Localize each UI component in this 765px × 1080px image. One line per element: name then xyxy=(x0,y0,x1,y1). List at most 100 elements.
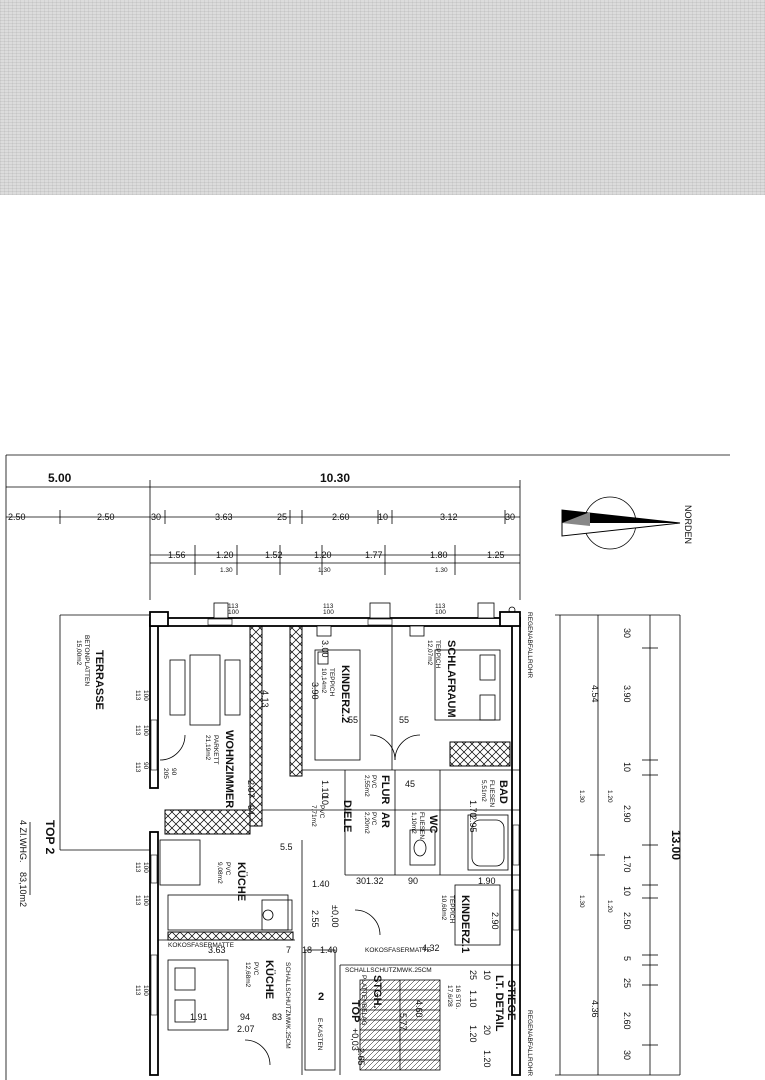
room-area-wohnzimmer: 21,19m2 xyxy=(204,735,211,761)
dim-right-inner-7: 5 xyxy=(622,956,632,961)
dim-row3-6: 1.25 xyxy=(487,550,505,560)
window-mark-8: 100 xyxy=(142,985,149,996)
plan-dim-9: 1.40 xyxy=(312,879,330,889)
dim-row3-4: 1.77 xyxy=(365,550,383,560)
plan-dim-21: 5.77 xyxy=(398,1013,408,1031)
plan-dim-0: 4.13 xyxy=(260,690,270,708)
plan-dim-2: 55 xyxy=(348,715,358,725)
room-name-kinderz2: KINDERZ.2 xyxy=(339,665,351,723)
label-kokos-2: KOKOSFASERMATTE xyxy=(365,947,432,954)
dim-right-inner-4: 1.70 xyxy=(622,855,632,873)
room-name-ar: AR xyxy=(379,812,391,828)
dim-row2-1: 2.50 xyxy=(97,512,115,522)
dim-row3-3: 1.20 xyxy=(314,550,332,560)
label-num-2: 2 xyxy=(318,991,324,1003)
room-area-wc: 1,10m2 xyxy=(410,812,417,834)
dim-right-inner-1: 3.90 xyxy=(622,685,632,703)
dim-right-inner-10: 30 xyxy=(622,1050,632,1060)
room-floor-kinderz1: TEPPICH xyxy=(448,895,455,923)
plan-dim-11: 1.32 xyxy=(366,876,384,886)
plan-dim-30: 1.10 xyxy=(468,990,478,1008)
plan-dim-5: 94 xyxy=(246,805,256,815)
unit-area: 83,10m2 xyxy=(18,872,28,907)
plan-dim-7: 45 xyxy=(405,779,415,789)
window-mark-5: 113 xyxy=(134,862,141,873)
label-stgh: STGH. xyxy=(371,975,383,1009)
label-stg: 16 STG. xyxy=(454,985,461,1009)
room-area-kueche-1: 9,08m2 xyxy=(216,862,223,884)
window-marks: 100 113 100 113 100 113 100 113 100 113 … xyxy=(134,603,446,996)
window-mark-3: 113 xyxy=(134,725,141,736)
room-area-kueche-2: 12,68m2 xyxy=(244,962,251,988)
window-mark-2: 100 xyxy=(142,725,149,736)
room-floor-ar: PVC xyxy=(370,812,377,826)
room-name-diele: DIELE xyxy=(341,800,353,832)
misc-labels: SCHALLSCHUTZMWK.25CM SCHALLSCHUTZMWK.25C… xyxy=(168,905,517,1051)
room-floor-flur: PVC xyxy=(370,775,377,789)
unit-type: 4 ZI.WHG. xyxy=(18,820,28,863)
dim-right-inner-6: 2.50 xyxy=(622,912,632,930)
window-mark-14: 100 xyxy=(228,609,239,616)
window-mark-13: 205 xyxy=(162,768,169,779)
room-name-flur: FLUR xyxy=(379,775,391,804)
plan-dim-29: 25 xyxy=(468,970,478,980)
plan-dim-23: 94 xyxy=(240,1012,250,1022)
room-area-kinderz1: 10,60m2 xyxy=(440,895,447,921)
room-labels: WOHNZIMMER PARKETT 21,19m2 KINDERZ.2 TEP… xyxy=(204,640,509,999)
dim-row2-5: 2.60 xyxy=(332,512,350,522)
dim-right-inner-9: 2.60 xyxy=(622,1012,632,1030)
room-floor-schlafraum: TEPPICH xyxy=(434,640,441,668)
room-area-kinderz2: 10,14m2 xyxy=(320,668,327,694)
plan-dim-28: 20 xyxy=(482,1025,492,1035)
dim-top-1: 5.00 xyxy=(48,471,72,485)
plan-dim-18: 1.40 xyxy=(320,945,338,955)
dim-right-sub-2: 1.30 xyxy=(578,790,585,803)
room-name-kueche-1: KÜCHE xyxy=(235,862,248,901)
plan-dim-12: 90 xyxy=(408,876,418,886)
dim-row2-7: 3.12 xyxy=(440,512,458,522)
plan-dim-35: 5.5 xyxy=(280,842,293,852)
unit-name: TOP 2 xyxy=(43,820,57,855)
dim-row3-sub-1: 1.30 xyxy=(318,567,331,574)
plan-dim-27: 1.20 xyxy=(468,1025,478,1043)
room-floor-bad: FLIESEN xyxy=(488,780,495,807)
dim-row2-4: 25 xyxy=(277,512,287,522)
window-mark-6: 100 xyxy=(142,895,149,906)
plan-dim-19: 18 xyxy=(302,945,312,955)
label-plattenbelag: PLATTENBELAG xyxy=(360,975,367,1025)
dim-row3-2: 1.52 xyxy=(265,550,283,560)
dim-right-inner-3: 2.90 xyxy=(622,805,632,823)
label-top: TOP xyxy=(349,1000,361,1022)
dim-row2-6: 10 xyxy=(378,512,388,522)
plan-dim-17: 2.55 xyxy=(310,910,320,928)
label-kokos-1: KOKOSFASERMATTE xyxy=(168,942,235,949)
plan-dim-6: 1.10 xyxy=(320,780,330,798)
downpipe-top-label: REGENABFALLROHR xyxy=(526,612,533,678)
label-stiege-detail: LT. DETAIL xyxy=(493,975,505,1032)
room-name-kueche-2: KÜCHE xyxy=(263,960,276,999)
plan-dim-25: 2.07 xyxy=(237,1024,255,1034)
plan-dim-3: 55 xyxy=(399,715,409,725)
plan-dim-10: 30 xyxy=(356,876,366,886)
room-name-wohnzimmer: WOHNZIMMER xyxy=(223,730,235,808)
dim-row3-sub-2: 1.30 xyxy=(435,567,448,574)
dim-row2-8: 30 xyxy=(505,512,515,522)
label-ekasten: E-KASTEN xyxy=(316,1018,323,1051)
dim-row3-0: 1.56 xyxy=(168,550,186,560)
room-area-bad: 5,51m2 xyxy=(480,780,487,802)
plan-dim-32: 1.20 xyxy=(482,1050,492,1068)
label-level-2: +0,03 xyxy=(350,1028,360,1051)
terrace: TERRASSE BETONPLATTEN 15,00m2 xyxy=(59,614,150,851)
dim-right-total: 13.00 xyxy=(669,830,683,860)
terrace-name: TERRASSE xyxy=(93,650,105,710)
label-level-1: ±0,00 xyxy=(330,905,340,927)
dim-row2-3: 3.63 xyxy=(215,512,233,522)
scan-noise-band xyxy=(0,0,765,195)
north-arrow: NORDEN xyxy=(561,496,693,550)
plan-dim-16: 3.63 xyxy=(208,945,226,955)
window-mark-7: 113 xyxy=(134,895,141,906)
dim-right-inner-8: 25 xyxy=(622,978,632,988)
dim-row2-2: 30 xyxy=(151,512,161,522)
